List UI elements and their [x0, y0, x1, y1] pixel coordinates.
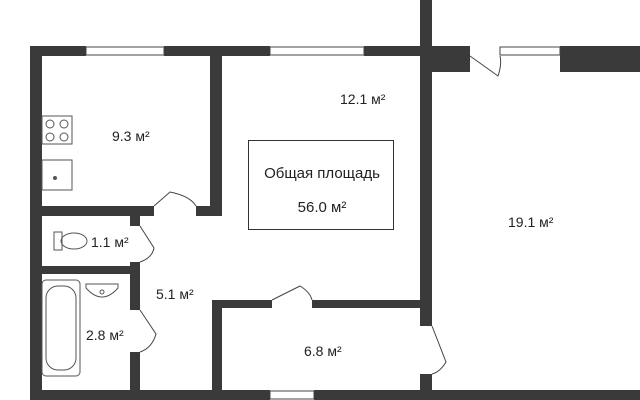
middle-room-area-label: 12.1 м² — [340, 91, 386, 107]
stove-icon — [41, 115, 73, 145]
total-area-title: Общая площадь — [264, 165, 380, 182]
bathroom-area-label: 2.8 м² — [86, 327, 124, 343]
toilet-area-label: 1.1 м² — [91, 234, 129, 250]
toilet-icon — [53, 231, 88, 251]
windows — [85, 46, 561, 400]
sink-icon — [41, 159, 73, 191]
total-area-value: 56.0 м² — [297, 199, 347, 216]
window-middle-room — [269, 46, 365, 56]
bathtub-icon — [41, 279, 81, 377]
corridor-area-label: 6.8 м² — [304, 343, 342, 359]
door-bathroom — [139, 309, 157, 353]
door-kitchen — [153, 191, 197, 207]
window-bottom — [269, 390, 315, 400]
bathroom-fixtures — [41, 279, 119, 377]
kitchen-area-label: 9.3 м² — [112, 128, 150, 144]
kitchen-fixtures — [41, 115, 73, 191]
hallway-area-label: 5.1 м² — [156, 286, 194, 302]
doors — [139, 55, 502, 375]
window-large-room — [499, 46, 561, 56]
interior-walls — [42, 46, 432, 400]
door-toilet — [139, 225, 155, 263]
door-middle-room — [271, 285, 313, 301]
large-room-area-label: 19.1 м² — [508, 214, 554, 230]
door-balcony — [469, 55, 502, 77]
washbasin-icon — [85, 283, 119, 298]
door-large-room — [431, 325, 447, 375]
window-kitchen — [85, 46, 165, 56]
total-area-box: Общая площадь 56.0 м² — [248, 140, 394, 230]
